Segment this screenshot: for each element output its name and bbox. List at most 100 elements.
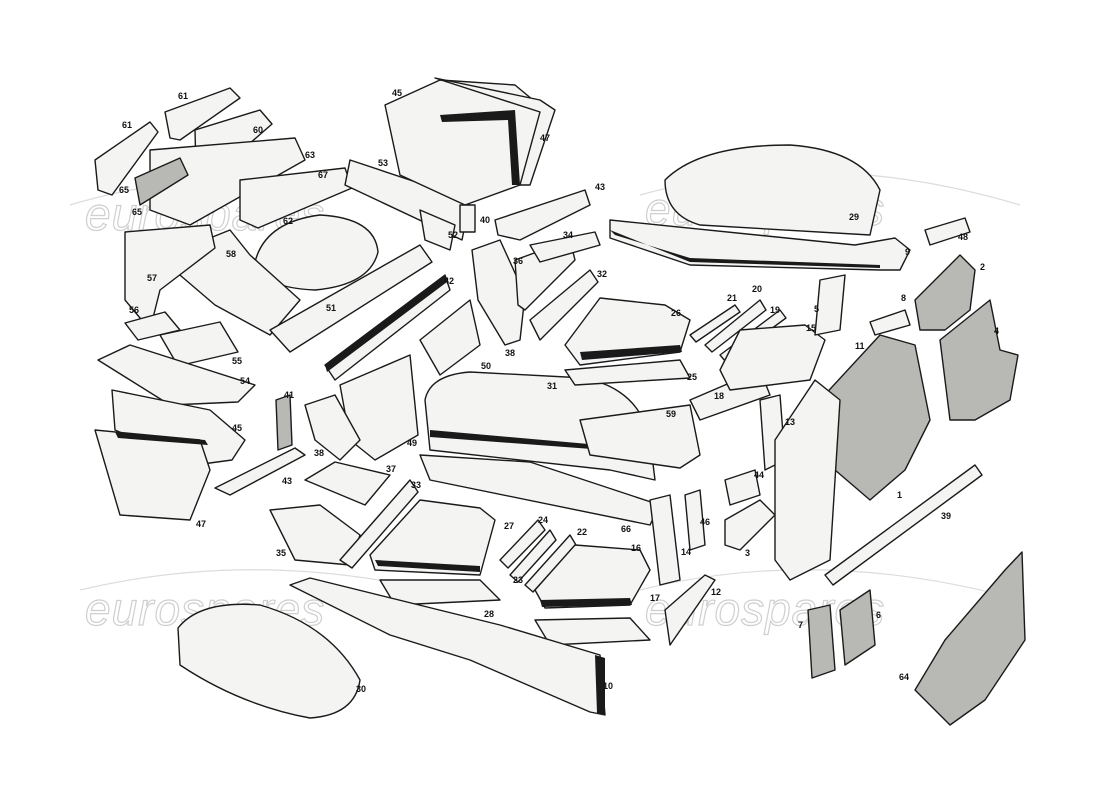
panel-61-right — [164, 87, 241, 141]
panel-67 — [239, 167, 353, 229]
panel-46 — [684, 489, 706, 551]
callout-2: 2 — [980, 262, 985, 272]
callout-32: 32 — [597, 269, 607, 279]
callout-22: 22 — [577, 527, 587, 537]
callout-53: 53 — [378, 158, 388, 168]
callout-66: 66 — [621, 524, 631, 534]
callout-21: 21 — [727, 293, 737, 303]
panel-65 — [134, 157, 189, 206]
callout-5: 5 — [814, 304, 819, 314]
callout-6: 6 — [876, 610, 881, 620]
callout-50: 50 — [481, 361, 491, 371]
callout-40: 40 — [480, 215, 490, 225]
callout-52: 52 — [448, 230, 458, 240]
panel-5 — [814, 274, 846, 336]
callout-13: 13 — [785, 417, 795, 427]
callout-3: 3 — [745, 548, 750, 558]
panel-38-bottom — [304, 394, 361, 461]
callout-61: 61 — [122, 120, 132, 130]
panel-32 — [529, 269, 599, 341]
panel-2 — [914, 254, 976, 331]
panel-11 — [819, 334, 931, 501]
callout-45b: 45 — [232, 423, 242, 433]
panel-43-bottom — [214, 447, 306, 496]
callout-34: 34 — [563, 230, 573, 240]
panel-50 — [419, 299, 481, 376]
callout-10: 10 — [603, 681, 613, 691]
callout-42: 42 — [444, 276, 454, 286]
edge-10 — [595, 655, 605, 715]
callout-36: 36 — [513, 256, 523, 266]
panel-45-bottom — [111, 389, 246, 466]
callout-20: 20 — [752, 284, 762, 294]
callout-49: 49 — [407, 438, 417, 448]
panel-14 — [649, 494, 681, 586]
callout-51: 51 — [326, 303, 336, 313]
callout-7: 7 — [798, 620, 803, 630]
callout-33: 33 — [411, 480, 421, 490]
edge-26 — [580, 345, 682, 360]
callout-12: 12 — [711, 587, 721, 597]
panel-12 — [664, 574, 716, 646]
callout-11: 11 — [855, 341, 865, 351]
callout-67: 67 — [318, 170, 328, 180]
callout-47: 47 — [540, 133, 550, 143]
panel-29 — [664, 144, 881, 236]
callout-65b: 65 — [132, 207, 142, 217]
callout-9: 9 — [905, 247, 910, 257]
callout-45: 45 — [392, 88, 402, 98]
callout-38b: 38 — [505, 348, 515, 358]
panel-16 — [534, 544, 651, 609]
callout-43: 43 — [595, 182, 605, 192]
panel-62 — [254, 214, 379, 291]
callout-64: 64 — [899, 672, 909, 682]
panel-1 — [774, 379, 841, 581]
panel-55 — [159, 321, 239, 367]
panel-41 — [275, 394, 293, 451]
callout-58: 58 — [226, 249, 236, 259]
callout-46: 46 — [700, 517, 710, 527]
callout-39: 39 — [941, 511, 951, 521]
panel-59 — [579, 404, 701, 469]
callout-24: 24 — [538, 515, 548, 525]
panel-24 — [499, 519, 546, 569]
callout-17: 17 — [650, 593, 660, 603]
edge-9 — [610, 230, 880, 268]
panel-27 — [369, 499, 496, 576]
callout-56: 56 — [129, 305, 139, 315]
panel-21 — [689, 304, 741, 343]
panel-61-left — [94, 121, 159, 196]
edge-31 — [430, 430, 605, 450]
callout-54: 54 — [240, 376, 250, 386]
callout-43b: 43 — [282, 476, 292, 486]
callout-18: 18 — [714, 391, 724, 401]
callout-27: 27 — [504, 521, 514, 531]
panel-7 — [807, 604, 836, 679]
panel-8 — [869, 309, 911, 336]
edge-45-top — [440, 110, 520, 185]
panel-17 — [534, 617, 651, 646]
callout-8: 8 — [901, 293, 906, 303]
upper-left-panels — [94, 77, 591, 406]
callout-60: 60 — [253, 125, 263, 135]
callout-37: 37 — [386, 464, 396, 474]
callout-63: 63 — [305, 150, 315, 160]
callout-57: 57 — [147, 273, 157, 283]
callout-1: 1 — [897, 490, 902, 500]
callout-48: 48 — [958, 232, 968, 242]
callout-23: 23 — [513, 575, 523, 585]
callout-15: 15 — [806, 323, 816, 333]
panel-44 — [724, 469, 761, 506]
panel-6 — [839, 589, 876, 666]
center-panels — [324, 144, 971, 526]
panel-37 — [304, 461, 391, 506]
panel-20 — [704, 299, 767, 353]
edge-27 — [375, 560, 480, 572]
panel-39 — [824, 464, 983, 586]
panel-3 — [724, 499, 776, 551]
callout-62: 62 — [283, 216, 293, 226]
panel-34 — [529, 231, 601, 263]
edge-16 — [540, 598, 632, 607]
callout-29: 29 — [849, 212, 859, 222]
